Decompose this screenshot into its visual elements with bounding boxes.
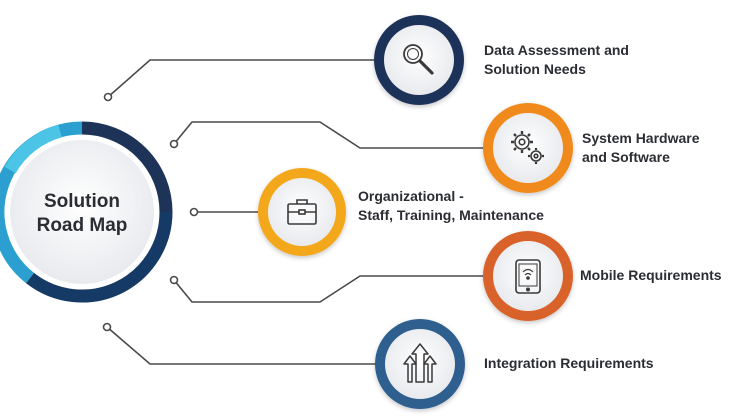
label-line1: Organizational - — [358, 188, 464, 204]
hub-ring-navy-arc — [81, 121, 173, 213]
connector-mobile — [173, 275, 484, 303]
endpoint-dot — [169, 275, 179, 285]
endpoint-dot — [102, 322, 112, 332]
connector-lines — [106, 59, 484, 365]
label-integration: Integration Requirements — [484, 354, 654, 373]
hub-ring-blue-arc — [25, 211, 173, 303]
connector-hardware — [173, 121, 484, 149]
magnifier-icon — [403, 44, 434, 75]
node-system-hardware — [483, 103, 573, 193]
tablet-icon — [515, 259, 541, 294]
hub-title-line1: Solution — [44, 191, 120, 212]
label-line2: Staff, Training, Maintenance — [358, 207, 544, 223]
briefcase-icon — [287, 199, 317, 225]
connector-data — [107, 59, 374, 98]
label-line2: and Software — [582, 149, 670, 165]
label-line1: Integration Requirements — [484, 355, 654, 371]
node-mobile — [483, 231, 573, 321]
label-data-assessment: Data Assessment and Solution Needs — [484, 41, 629, 79]
label-line1: System Hardware — [582, 130, 700, 146]
node-integration — [375, 319, 465, 409]
endpoint-dot — [103, 92, 113, 102]
endpoint-dot — [189, 207, 199, 217]
node-organizational — [258, 168, 346, 256]
endpoint-dot — [169, 139, 179, 149]
label-line1: Mobile Requirements — [580, 267, 722, 283]
label-system-hardware: System Hardware and Software — [582, 129, 700, 167]
gears-icon — [511, 131, 544, 164]
label-mobile: Mobile Requirements — [580, 266, 722, 285]
label-line1: Data Assessment and — [484, 42, 629, 58]
hub-title-line2: Road Map — [36, 215, 128, 236]
upload-arrows-icon — [403, 343, 437, 383]
hub-ring-teal-arc — [4, 124, 62, 174]
connector-endpoints — [102, 92, 199, 332]
hub-circle — [0, 121, 173, 303]
hub-title: Solution Road Map — [22, 190, 142, 238]
label-organizational: Organizational - Staff, Training, Mainte… — [358, 187, 544, 225]
connector-integration — [106, 326, 380, 365]
node-data-assessment — [374, 15, 464, 105]
label-line2: Solution Needs — [484, 61, 586, 77]
